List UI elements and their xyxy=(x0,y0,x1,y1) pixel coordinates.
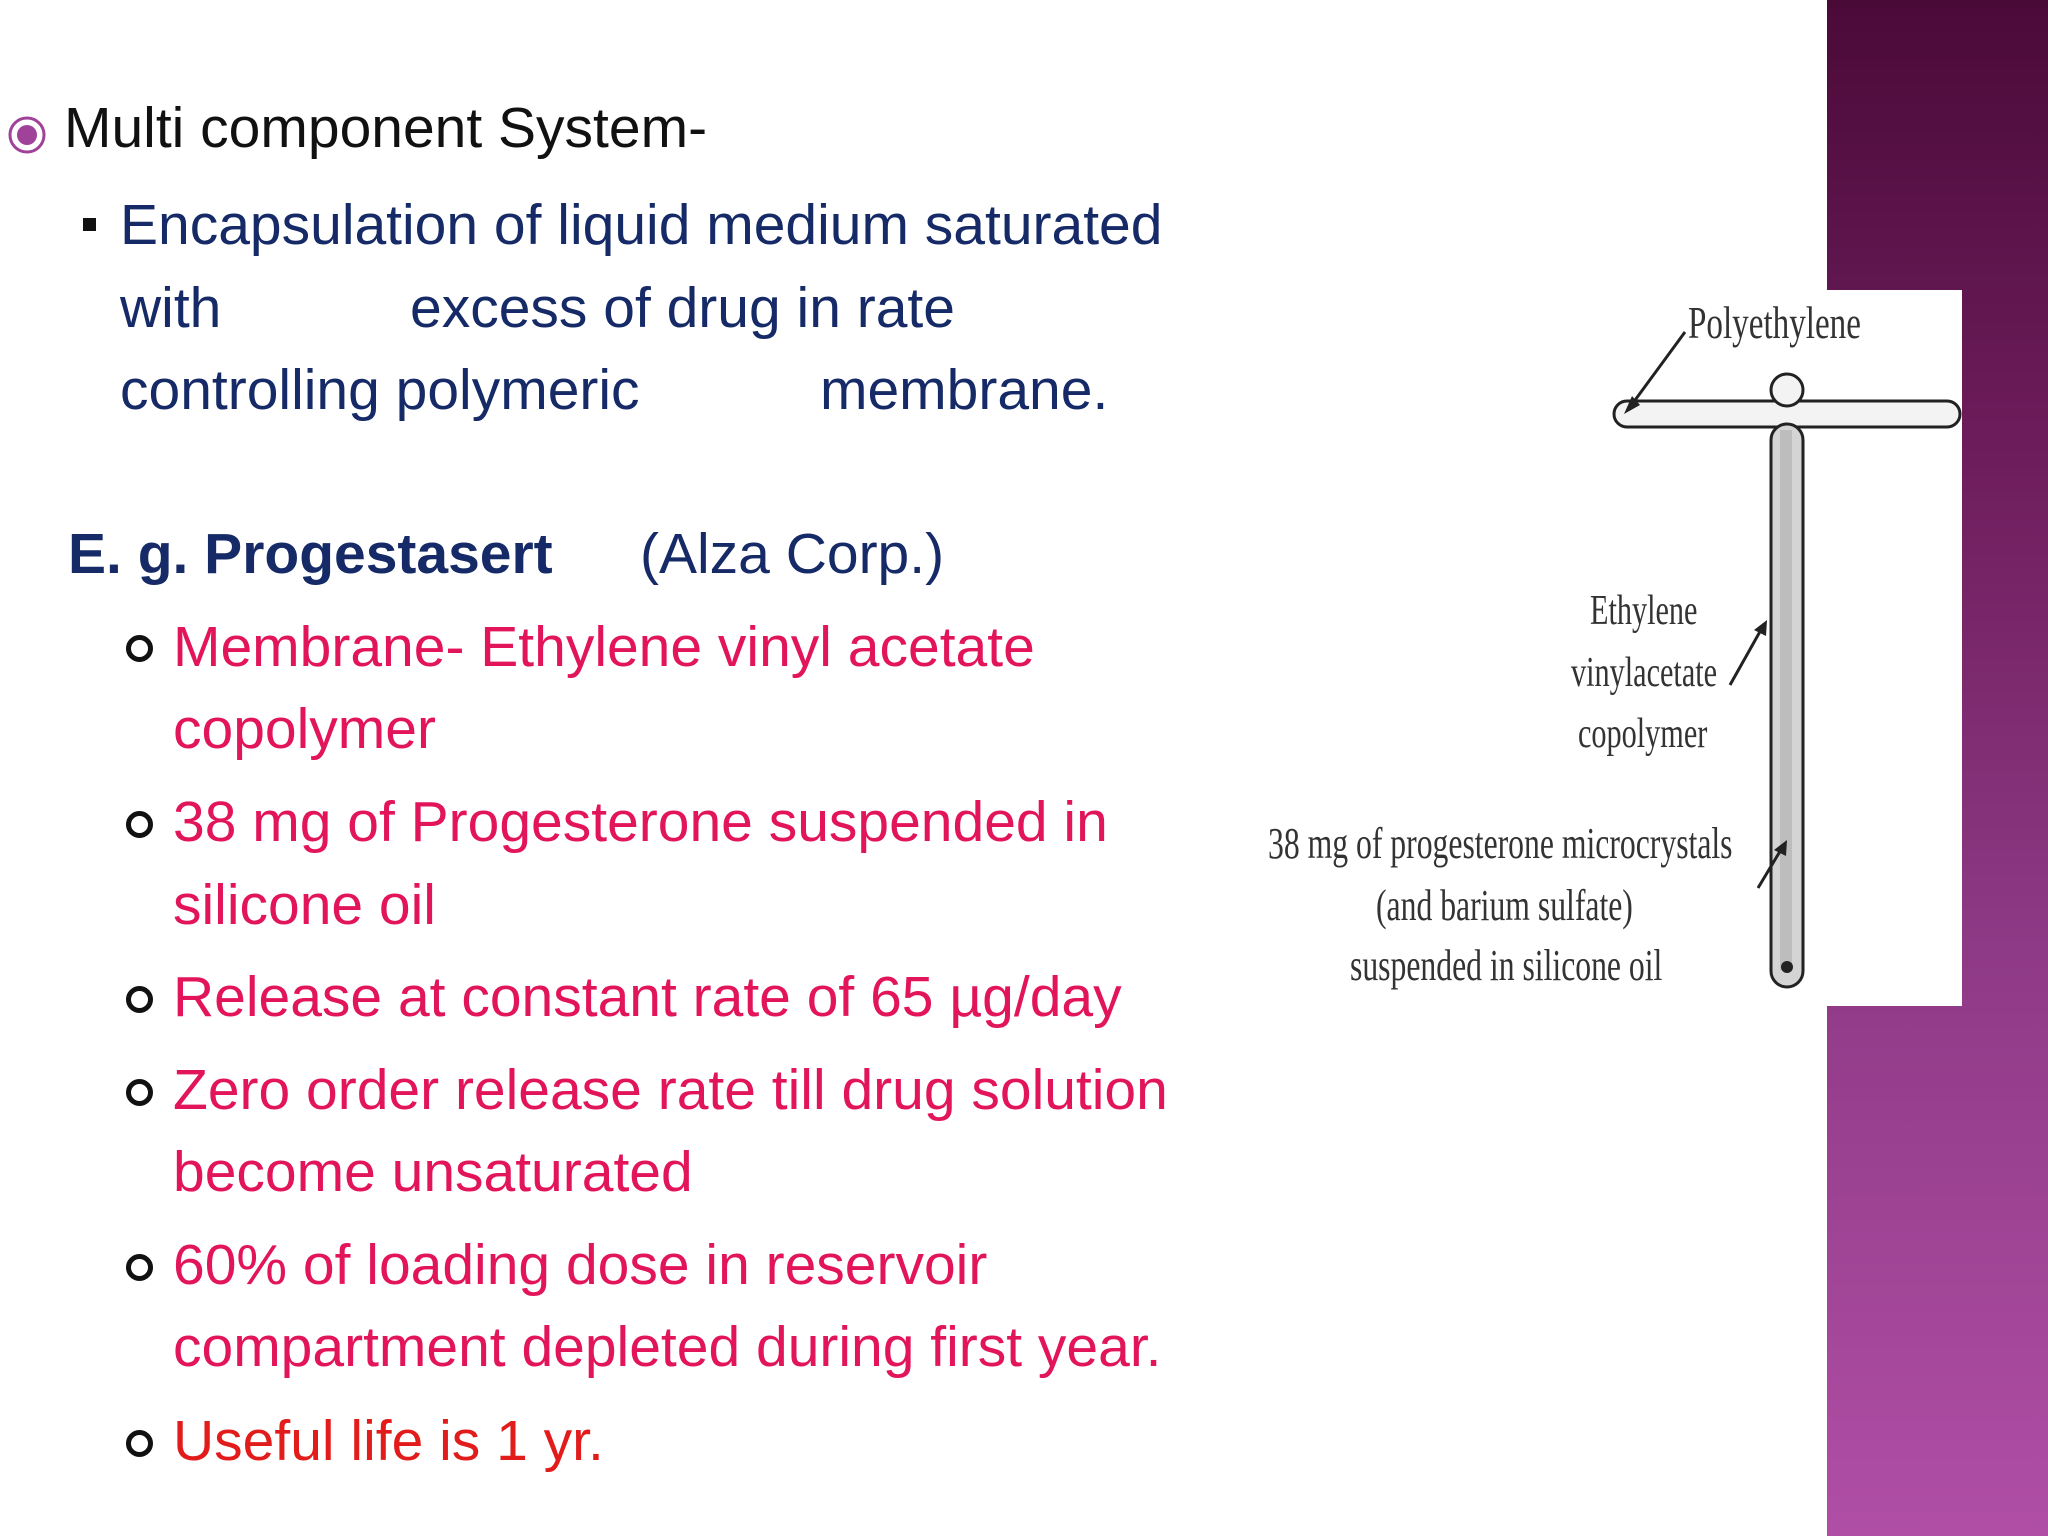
target-bullet-icon xyxy=(8,116,46,154)
point-6-line1: Useful life is 1 yr. xyxy=(173,1409,604,1473)
point-2-line2: silicone oil xyxy=(173,873,436,937)
label-drug-line1: 38 mg of progesterone microcrystals xyxy=(1268,819,1733,868)
circle-bullet-icon xyxy=(126,1254,153,1281)
sub-bullet-line2a: with xyxy=(120,276,222,340)
label-evac-line1: Ethylene xyxy=(1590,588,1698,634)
point-4-line1: Zero order release rate till drug soluti… xyxy=(173,1058,1168,1122)
point-3-line1: Release at constant rate of 65 µg/day xyxy=(173,965,1122,1029)
label-drug-line2: (and barium sulfate) xyxy=(1376,881,1633,930)
circle-bullet-icon xyxy=(126,986,153,1013)
point-4-line2: become unsaturated xyxy=(173,1140,693,1204)
example-maker: (Alza Corp.) xyxy=(640,522,945,586)
point-2-line1: 38 mg of Progesterone suspended in xyxy=(173,790,1108,854)
point-1-line1: Membrane- Ethylene vinyl acetate xyxy=(173,615,1035,679)
circle-bullet-icon xyxy=(126,811,153,838)
square-bullet-icon xyxy=(83,218,96,231)
label-evac-line2: vinylacetate xyxy=(1571,650,1718,696)
circle-bullet-icon xyxy=(126,1079,153,1106)
label-drug-line3: suspended in silicone oil xyxy=(1350,941,1663,990)
circle-bullet-icon xyxy=(126,1430,153,1457)
iud-device-drawing xyxy=(1612,331,1962,989)
sub-bullet-line2b: excess of drug in rate xyxy=(410,276,955,340)
point-1-line2: copolymer xyxy=(173,697,436,761)
slide-heading: Multi component System- xyxy=(64,96,708,160)
progestasert-diagram: Polyethylene Ethylene vinylacetate copol… xyxy=(1260,290,1962,1006)
point-5-line1: 60% of loading dose in reservoir xyxy=(173,1233,988,1297)
circle-bullet-icon xyxy=(126,635,153,662)
point-5-line2: compartment depleted during first year. xyxy=(173,1315,1162,1379)
example-label: E. g. Progestasert xyxy=(68,522,553,586)
sub-bullet-line1: Encapsulation of liquid medium saturated xyxy=(120,193,1163,257)
label-polyethylene: Polyethylene xyxy=(1688,297,1861,348)
sub-bullet-line3a: controlling polymeric xyxy=(120,358,640,422)
label-evac-line3: copolymer xyxy=(1578,711,1708,757)
sub-bullet-line3b: membrane. xyxy=(820,358,1109,422)
